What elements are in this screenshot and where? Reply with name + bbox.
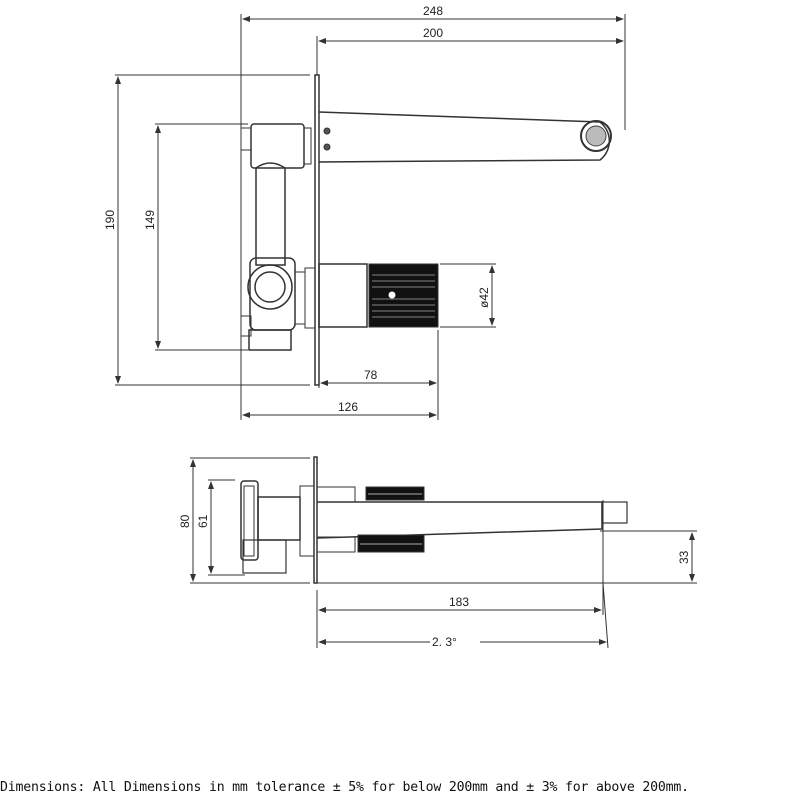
dim-label-200: 200 bbox=[423, 26, 443, 40]
spout-side bbox=[316, 501, 603, 539]
dim-label-61: 61 bbox=[196, 514, 210, 528]
handle-stem bbox=[318, 263, 368, 328]
dim-label-183: 183 bbox=[449, 595, 469, 609]
dim-label-angle: 2. 3° bbox=[432, 635, 457, 649]
valve-body-top bbox=[250, 123, 305, 169]
inlet bbox=[247, 264, 293, 310]
dim-label-190: 190 bbox=[103, 210, 117, 230]
tolerance-note: Dimensions: All Dimensions in mm toleran… bbox=[0, 780, 689, 795]
dim-label-80: 80 bbox=[178, 514, 192, 528]
dim-label-248: 248 bbox=[423, 4, 443, 18]
aerator bbox=[580, 120, 612, 152]
dim-label-149: 149 bbox=[143, 210, 157, 230]
wall-plate bbox=[314, 74, 320, 386]
top-view bbox=[115, 14, 626, 420]
spout bbox=[318, 111, 611, 163]
side-view bbox=[190, 456, 697, 649]
dim-label-126: 126 bbox=[338, 400, 358, 414]
dim-label-42: ø42 bbox=[477, 287, 491, 308]
dim-label-78: 78 bbox=[364, 368, 378, 382]
handle-knurl bbox=[368, 263, 439, 328]
dim-label-33: 33 bbox=[677, 550, 691, 564]
